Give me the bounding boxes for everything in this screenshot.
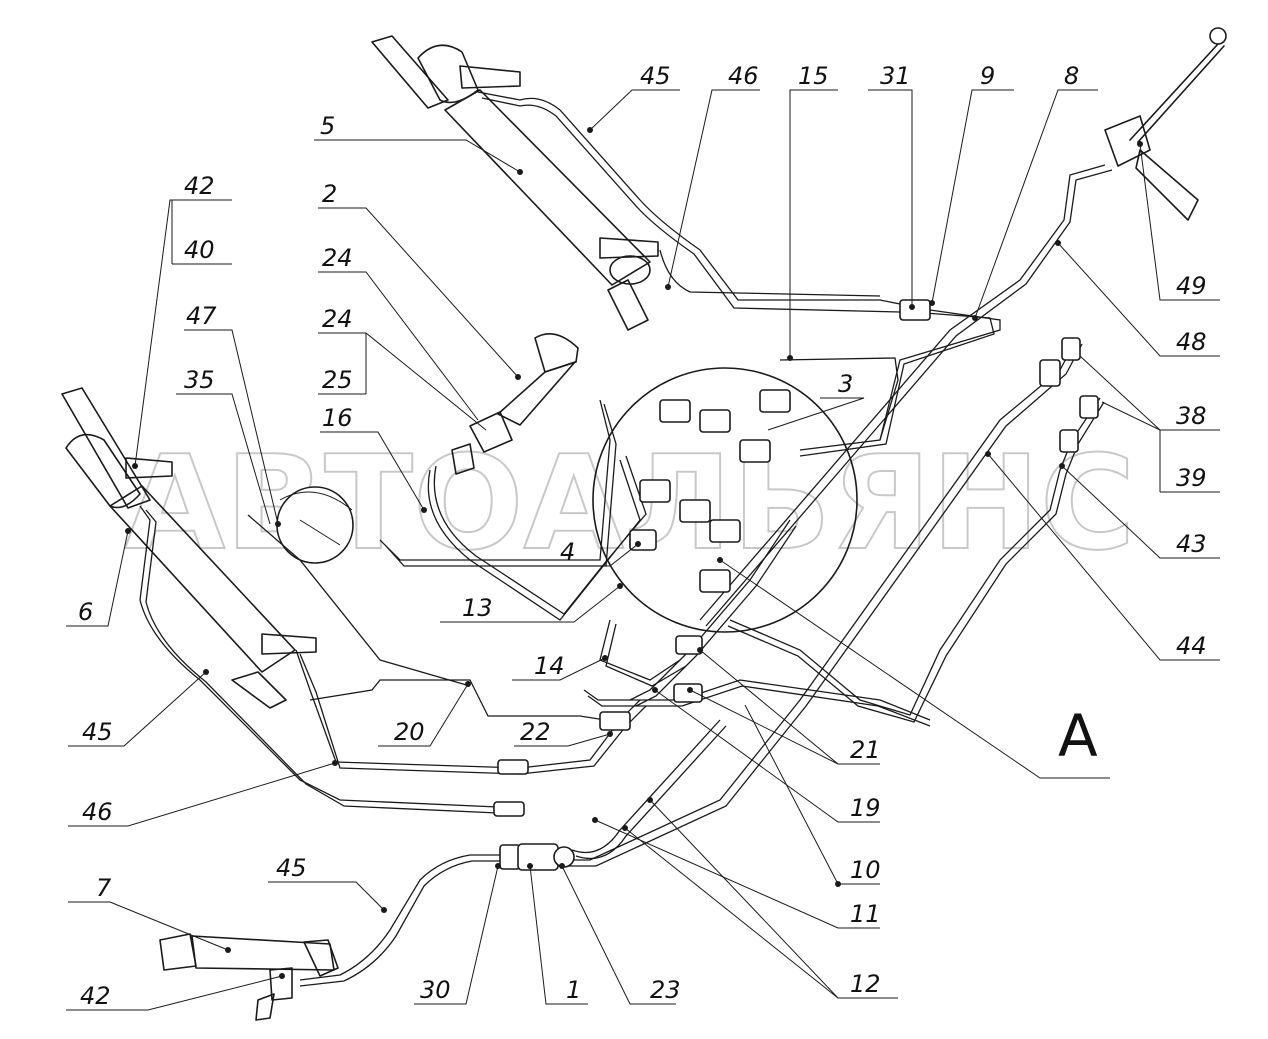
callout-8: 8 [1064, 62, 1079, 90]
callout-40: 40 [184, 236, 215, 264]
callout-9: 9 [980, 62, 995, 90]
callout-46a: 46 [728, 62, 759, 90]
callout-45c: 45 [276, 854, 307, 882]
detail-circle [592, 367, 858, 633]
callout-24b: 24 [322, 305, 353, 333]
callout-7: 7 [96, 874, 112, 902]
callout-44: 44 [1176, 632, 1207, 660]
cylinder-bottom [159, 933, 339, 1021]
callout-24a: 24 [322, 244, 353, 272]
watermark: АВТОАЛЬЯНС [125, 427, 1136, 579]
callout-30: 30 [420, 976, 451, 1004]
callout-10: 10 [850, 856, 881, 884]
callout-42b: 42 [80, 982, 111, 1010]
callout-12: 12 [850, 970, 881, 998]
callout-15: 15 [798, 62, 829, 90]
callout-14: 14 [534, 652, 565, 680]
callout-1: 1 [566, 976, 581, 1004]
cylinder-top [371, 35, 659, 331]
callout-19: 19 [850, 794, 881, 822]
control-lever [1104, 27, 1227, 221]
callout-23: 23 [650, 976, 681, 1004]
callout-47: 47 [186, 302, 217, 330]
callout-11: 11 [850, 900, 881, 928]
fittings [493, 299, 1099, 871]
callout-45a: 45 [640, 62, 671, 90]
callout-48: 48 [1176, 328, 1207, 356]
cylinder-left [61, 387, 317, 709]
callout-21: 21 [850, 736, 881, 764]
callout-42a: 42 [184, 172, 215, 200]
callout-3: 3 [838, 370, 853, 398]
callout-labels: 45 46 15 31 9 8 5 42 40 2 24 24 25 47 35… [78, 62, 1207, 1010]
pump-unit [451, 332, 579, 475]
callout-22: 22 [520, 718, 551, 746]
callout-5: 5 [320, 112, 335, 140]
callout-6: 6 [78, 598, 93, 626]
callout-45b: 45 [82, 718, 113, 746]
callout-39: 39 [1176, 464, 1207, 492]
callout-4: 4 [560, 538, 575, 566]
callout-25: 25 [322, 366, 353, 394]
callout-13: 13 [462, 594, 493, 622]
callout-35: 35 [184, 366, 215, 394]
callout-43: 43 [1176, 530, 1207, 558]
view-label: A [1058, 702, 1098, 770]
callout-20: 20 [394, 718, 425, 746]
callout-49: 49 [1176, 272, 1207, 300]
callout-16: 16 [322, 404, 353, 432]
callout-46b: 46 [82, 798, 113, 826]
callout-38: 38 [1176, 402, 1207, 430]
leaders [66, 89, 1220, 1011]
callout-2: 2 [322, 180, 337, 208]
pressure-gauge [276, 486, 354, 564]
callout-31: 31 [880, 62, 911, 90]
